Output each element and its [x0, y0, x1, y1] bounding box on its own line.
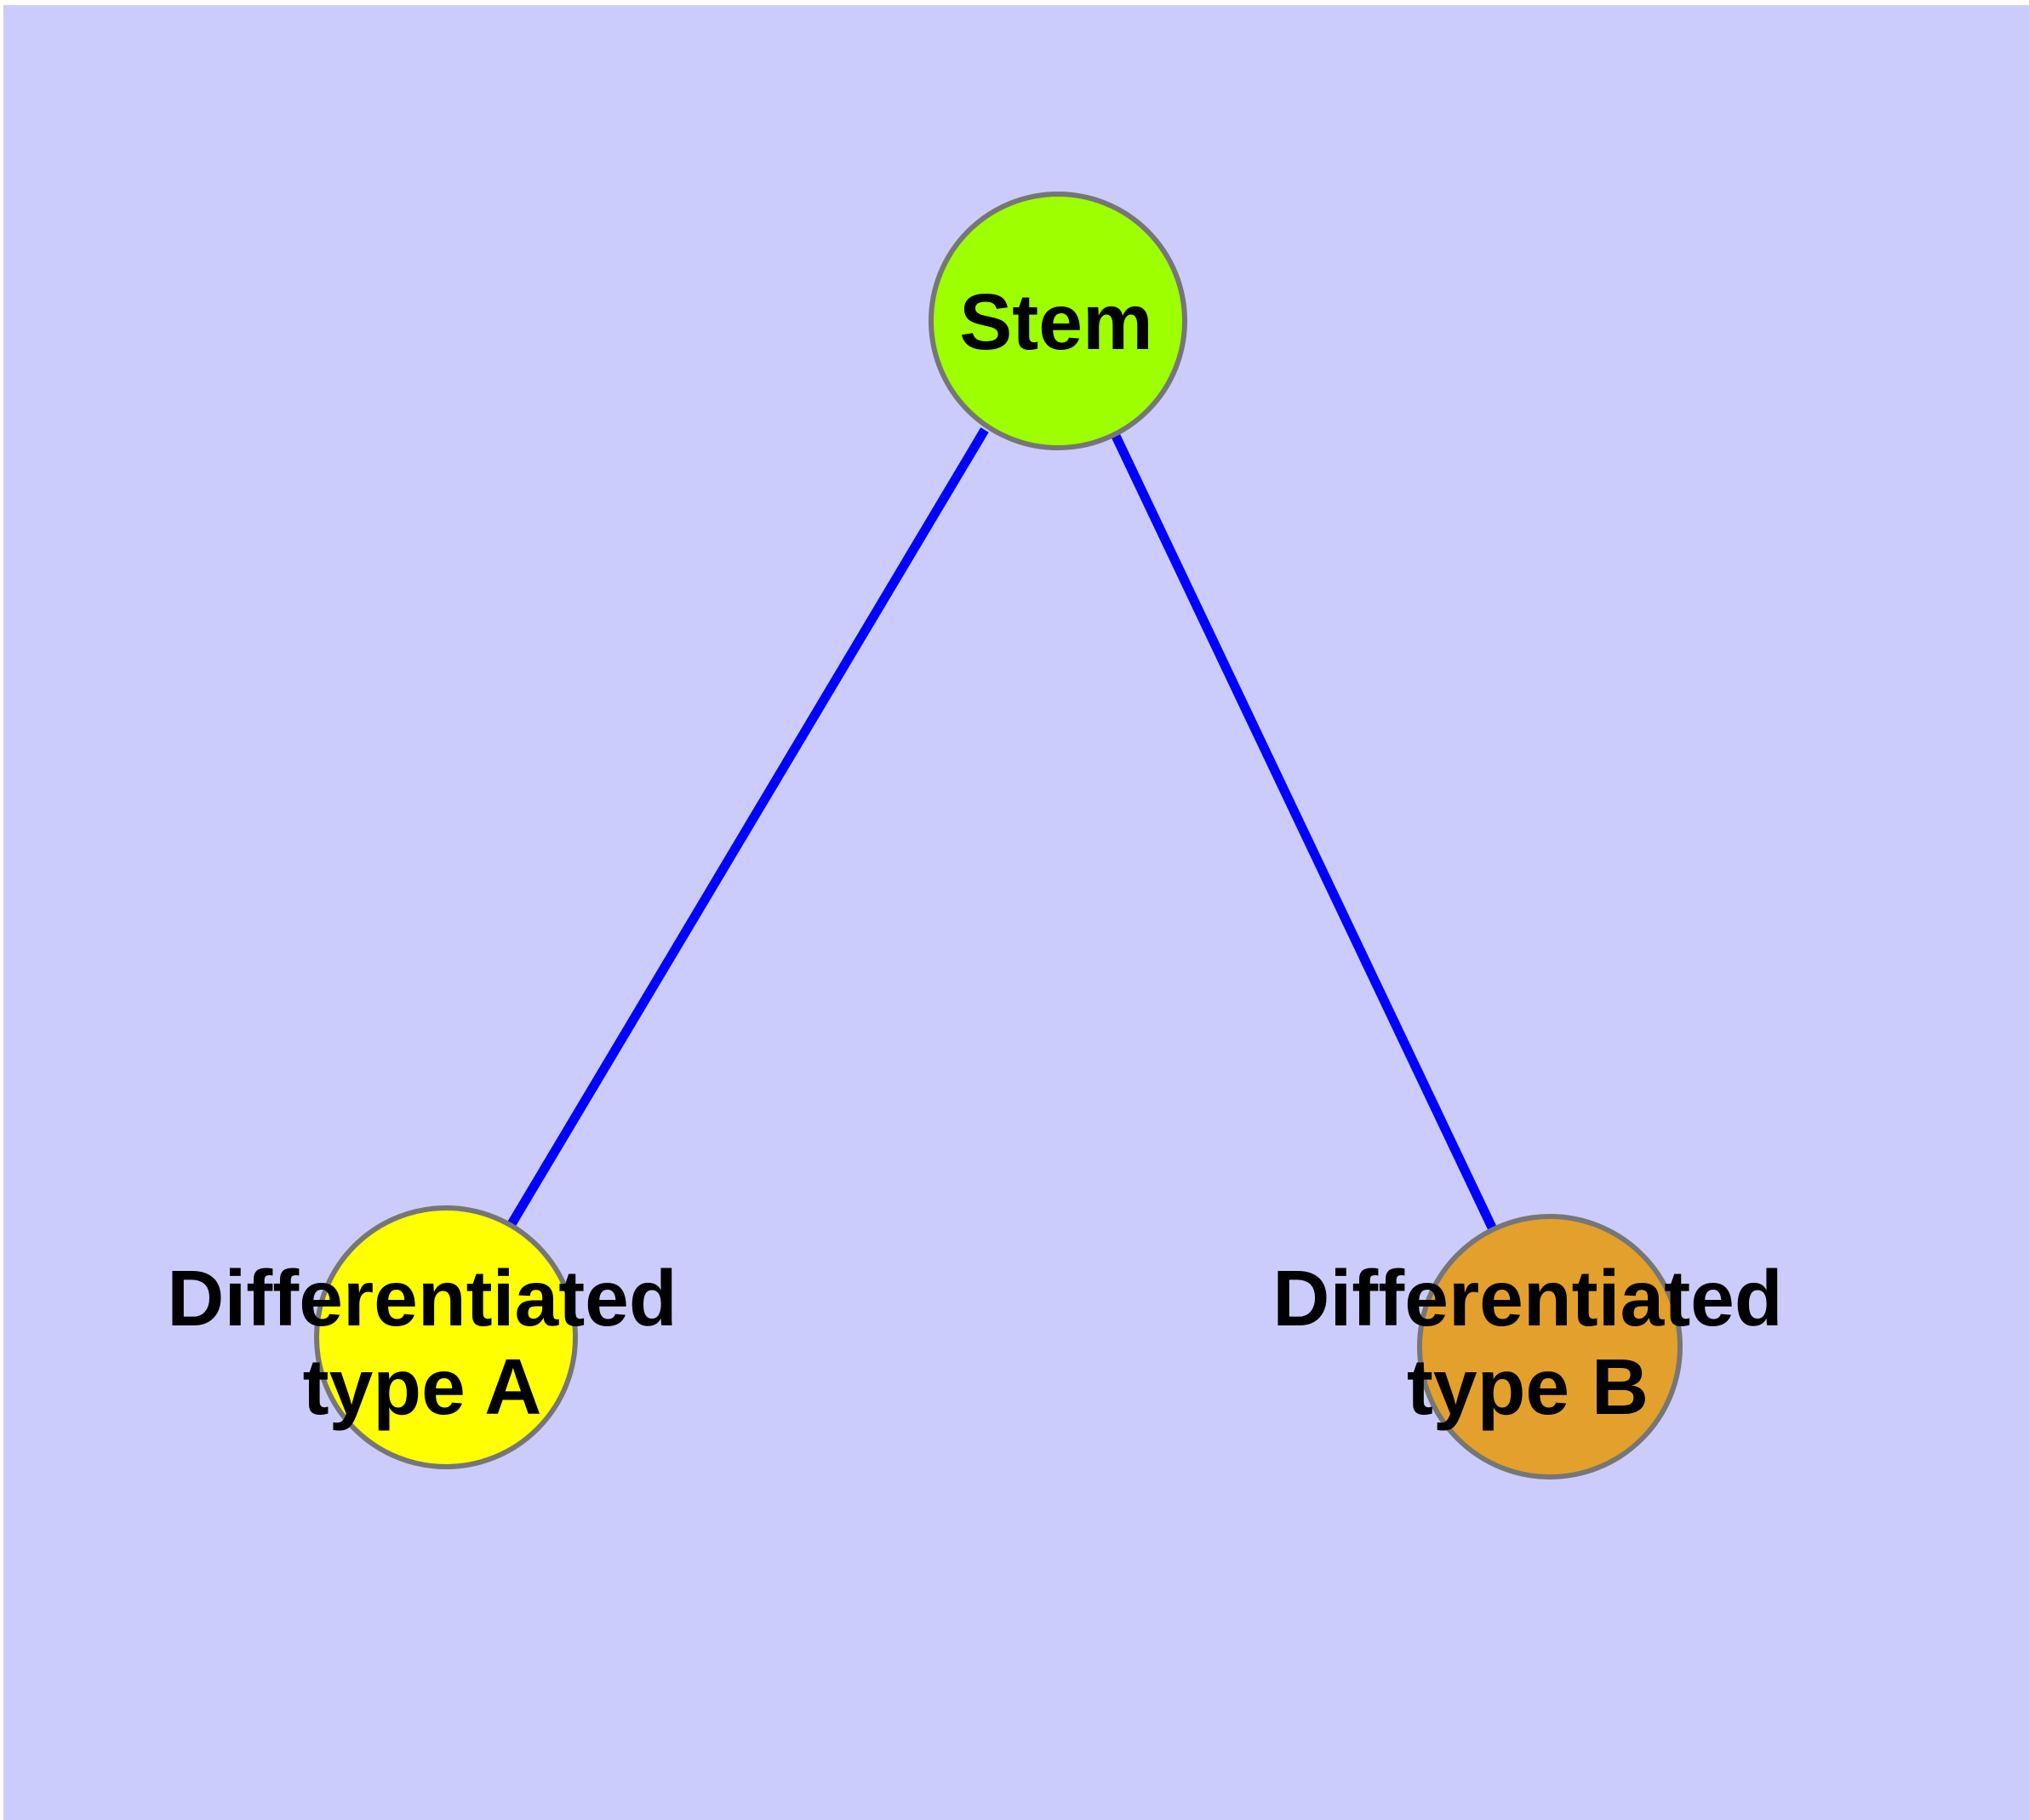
node-label-line: Differentiated [167, 1254, 677, 1342]
node-label-line: Differentiated [1272, 1254, 1782, 1342]
nodes-group [314, 192, 1683, 1479]
node-differentiated-type-b[interactable] [1417, 1214, 1683, 1479]
node-label-line: Stem [959, 278, 1152, 366]
node-label-line: type A [303, 1342, 542, 1431]
edge-stem-to-differentiated-type-a[interactable] [505, 427, 989, 1231]
edge-stem-to-differentiated-type-b[interactable] [1111, 432, 1497, 1232]
node-label-stem: Stem [959, 278, 1152, 366]
node-differentiated-type-a[interactable] [314, 1205, 578, 1469]
edges-group [505, 427, 1497, 1232]
node-stem[interactable] [929, 192, 1187, 450]
node-label-line: type B [1407, 1342, 1649, 1431]
